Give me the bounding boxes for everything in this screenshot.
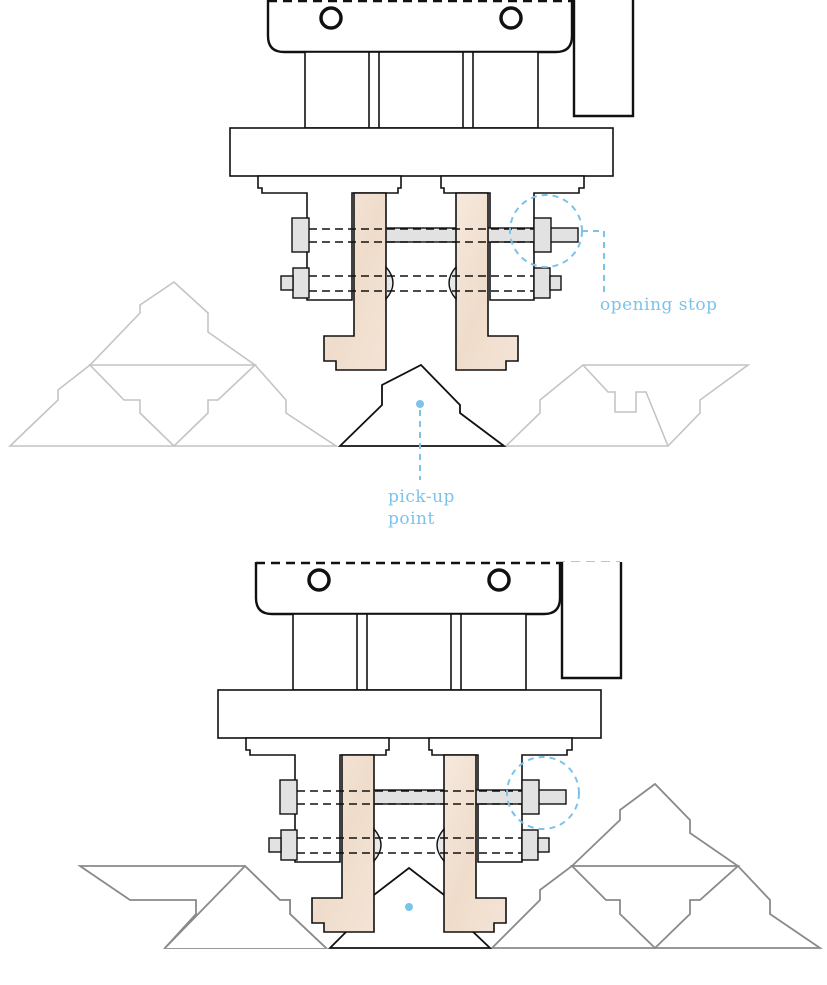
part-left-lower <box>77 864 329 949</box>
panel-closed <box>77 560 823 950</box>
pickup-point-label-line2: point <box>388 509 435 529</box>
gripper-open <box>228 0 635 372</box>
opening-stop-highlight-icon-lower <box>506 756 580 830</box>
pickup-point-icon <box>416 400 424 408</box>
panel-open: opening stop pick-up point <box>8 0 751 529</box>
pickup-point-icon-lower <box>405 903 413 911</box>
ghost-part-right <box>504 364 751 447</box>
ghost-part-left <box>8 280 339 448</box>
pickup-point-label-line1: pick-up <box>388 487 455 507</box>
opening-stop-label: opening stop <box>600 295 717 315</box>
part-right-lower <box>489 782 823 950</box>
opening-stop-leader <box>582 230 605 296</box>
